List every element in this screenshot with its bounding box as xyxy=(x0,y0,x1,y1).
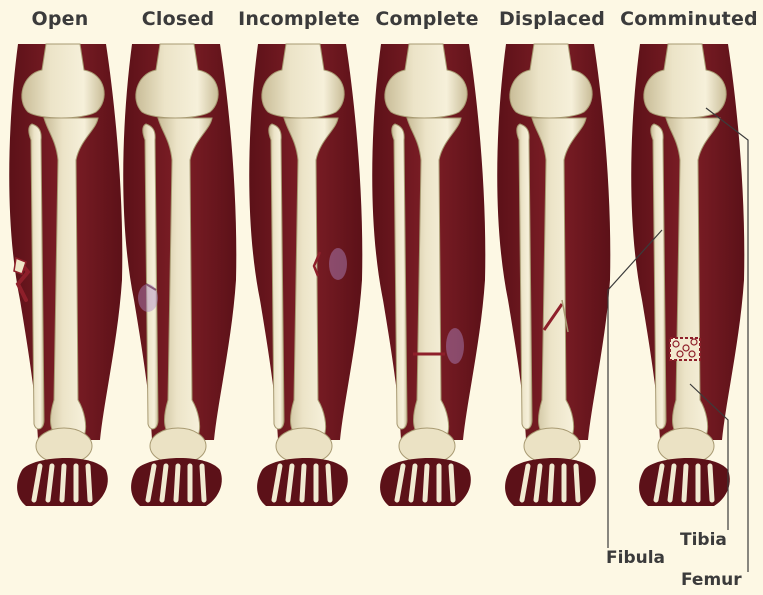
leg-comminuted xyxy=(631,44,744,506)
label-tibia: Tibia xyxy=(680,530,727,550)
toe-bone xyxy=(550,466,552,500)
bruise xyxy=(138,284,158,312)
toe-bone xyxy=(302,466,304,500)
toe-bone xyxy=(88,466,90,500)
leg-complete xyxy=(372,44,485,506)
leg-open xyxy=(9,44,122,506)
leg-incomplete xyxy=(249,44,362,506)
leg-displaced xyxy=(497,44,610,506)
header-comminuted: Comminuted xyxy=(616,6,762,32)
toe-bone xyxy=(328,466,330,500)
toe-bone xyxy=(451,466,453,500)
header-displaced: Displaced xyxy=(490,6,614,32)
header-open: Open xyxy=(4,6,116,32)
header-closed: Closed xyxy=(122,6,234,32)
label-femur: Femur xyxy=(681,570,742,590)
bruise xyxy=(329,248,347,280)
leg-closed xyxy=(123,44,236,506)
label-fibula: Fibula xyxy=(606,548,665,568)
header-complete: Complete xyxy=(368,6,486,32)
toe-bone xyxy=(684,466,686,500)
toe-bone xyxy=(176,466,178,500)
toe-bone xyxy=(425,466,427,500)
toe-bone xyxy=(710,466,712,500)
header-incomplete: Incomplete xyxy=(234,6,364,32)
toe-bone xyxy=(62,466,64,500)
toe-bone xyxy=(202,466,204,500)
bruise xyxy=(446,328,464,364)
toe-bone xyxy=(576,466,578,500)
